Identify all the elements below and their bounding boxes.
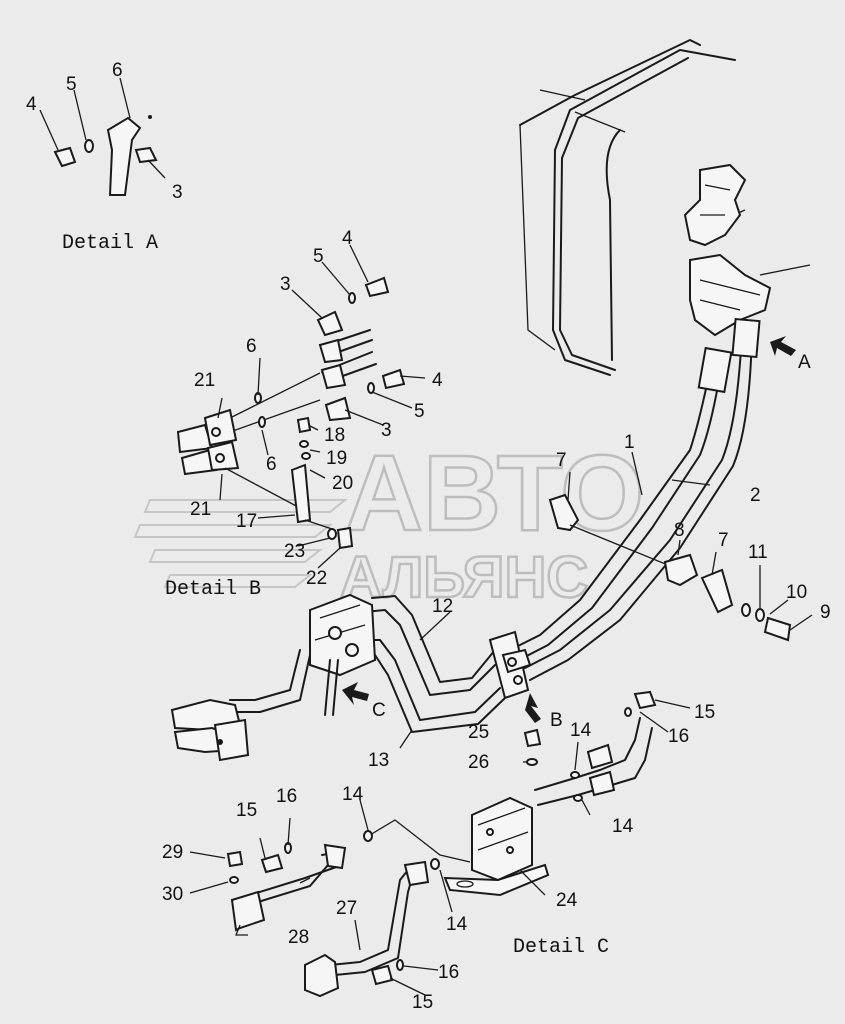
callout-b5-right: 5: [414, 401, 425, 422]
callout-c29: 29: [162, 842, 183, 863]
detail-c-parts: [226, 690, 657, 998]
view-arrow-b: [523, 693, 541, 723]
callout-c16-left: 16: [276, 786, 297, 807]
detail-b-parts: [176, 276, 406, 550]
callout-m12: 12: [432, 596, 453, 617]
callout-c14-top: 14: [570, 720, 592, 741]
engine-housing: [519, 39, 811, 376]
watermark: АВТО АЛЬЯНС: [133, 431, 645, 611]
callout-c24: 24: [556, 890, 578, 911]
callout-b4-top: 4: [342, 228, 353, 249]
callout-m2: 2: [750, 485, 761, 506]
callout-m9: 9: [820, 602, 831, 623]
callout-b4-right: 4: [432, 370, 443, 391]
callout-c15-left: 15: [236, 800, 257, 821]
callout-m7-right: 7: [718, 530, 729, 551]
callout-c14-right: 14: [612, 816, 634, 837]
callout-m10: 10: [786, 582, 807, 603]
callout-c15-bottom: 15: [412, 992, 433, 1013]
callout-b23: 23: [284, 541, 305, 562]
callout-c14-mid: 14: [342, 784, 364, 805]
callout-a6: 6: [112, 60, 123, 81]
callout-b22: 22: [306, 568, 327, 589]
callout-b6-upper: 6: [246, 336, 257, 357]
callout-c26: 26: [468, 752, 489, 773]
caption-detail-a: Detail A: [62, 232, 158, 255]
detail-a-parts: [39, 77, 166, 196]
control-valve-assembly: [170, 593, 377, 762]
callout-c14-low: 14: [446, 914, 468, 935]
callout-c27: 27: [336, 898, 357, 919]
callout-b6-lower: 6: [266, 454, 277, 475]
callout-b3-top: 3: [280, 274, 291, 295]
callout-m8: 8: [674, 520, 685, 541]
caption-detail-c: Detail C: [513, 936, 609, 959]
pipe-12: [364, 595, 496, 696]
view-label-b: B: [550, 710, 563, 731]
view-label-a: A: [798, 352, 811, 373]
callout-c28: 28: [288, 927, 309, 948]
callout-b20: 20: [332, 473, 353, 494]
callout-a5: 5: [66, 74, 77, 95]
callout-b18: 18: [324, 425, 345, 446]
callout-b5-top: 5: [313, 246, 324, 267]
callout-c25: 25: [468, 722, 489, 743]
callout-b21-lower: 21: [190, 499, 211, 520]
callout-numbers: 4 5 6 3 4 5 3 6 6 21 21 4 5 3 18 19 20 1…: [26, 60, 831, 1013]
watermark-logo-stripes: [133, 499, 348, 588]
caption-detail-b: Detail B: [165, 578, 261, 601]
view-arrow-a: [770, 336, 796, 356]
callout-a4: 4: [26, 94, 37, 115]
callout-c16-bottom: 16: [438, 962, 459, 983]
callout-b3-right: 3: [381, 420, 392, 441]
watermark-line-2: АЛЬЯНС: [340, 545, 588, 610]
hose-clamp-assembly: [548, 493, 792, 642]
callout-c16-top: 16: [668, 726, 689, 747]
callout-c15-top: 15: [694, 702, 715, 723]
callout-m11: 11: [748, 542, 768, 563]
connector-block-b: [488, 630, 532, 700]
view-arrow-c: [342, 682, 369, 705]
callout-a3: 3: [172, 182, 183, 203]
callout-b17: 17: [236, 511, 257, 532]
callout-b19: 19: [326, 448, 347, 469]
callout-c30: 30: [162, 884, 183, 905]
callout-m7-left: 7: [556, 450, 567, 471]
callout-b21-upper: 21: [194, 370, 215, 391]
callout-m1: 1: [624, 432, 635, 453]
hose-2: [524, 317, 761, 681]
hose-1: [509, 346, 733, 663]
view-label-c: C: [372, 700, 386, 721]
callout-m13: 13: [368, 750, 389, 771]
leader-lines: [189, 244, 813, 996]
watermark-line-1: АВТО: [345, 432, 644, 553]
